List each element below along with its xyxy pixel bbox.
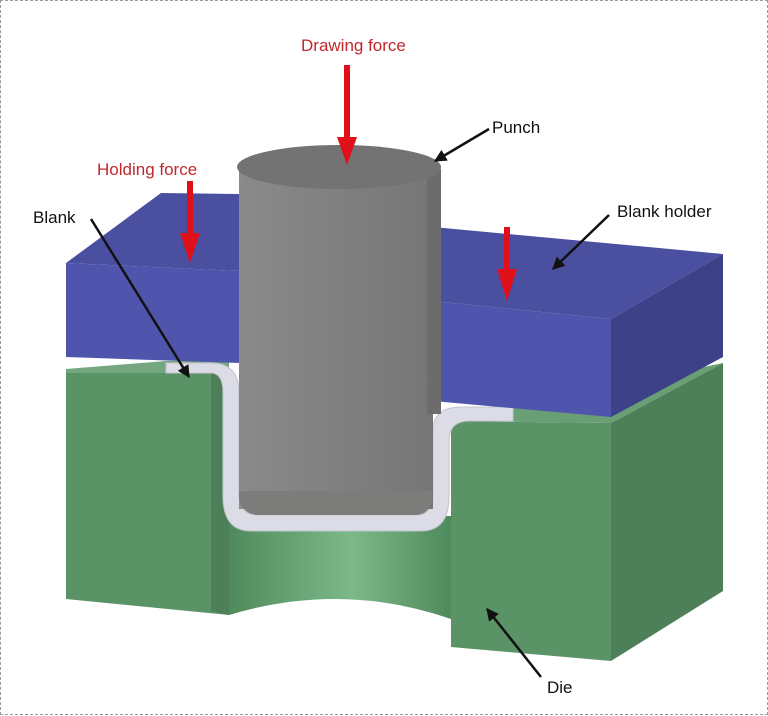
blank-holder-callout-arrow [552, 214, 610, 270]
punch-side-shade [427, 169, 441, 414]
blank-holder-side-face [611, 254, 723, 417]
drawing-force-arrow [337, 65, 357, 165]
punch-bottom [239, 491, 433, 515]
blank-holder-front-left [66, 263, 239, 363]
die-right-front [451, 421, 611, 661]
punch-callout-arrow [433, 127, 490, 163]
die-side-face [611, 363, 723, 661]
holding-force-label: Holding force [97, 160, 197, 179]
die-cavity [229, 516, 451, 619]
blank-holder-label: Blank holder [617, 202, 712, 221]
blank-holder-front-right [433, 301, 611, 417]
die-label: Die [547, 678, 573, 697]
drawing-force-label: Drawing force [301, 36, 406, 55]
die-left-front [66, 373, 229, 615]
holding-force-arrow-left [180, 181, 200, 263]
punch [237, 145, 441, 515]
punch-label: Punch [492, 118, 540, 137]
blank-label: Blank [33, 208, 76, 227]
blank-callout-arrow [89, 218, 191, 379]
holding-force-arrow-right [497, 227, 517, 301]
die-callout-arrow [486, 608, 542, 678]
punch-body [239, 169, 433, 509]
blank-holder-back-top [66, 193, 239, 263]
punch-top-face [237, 145, 441, 189]
